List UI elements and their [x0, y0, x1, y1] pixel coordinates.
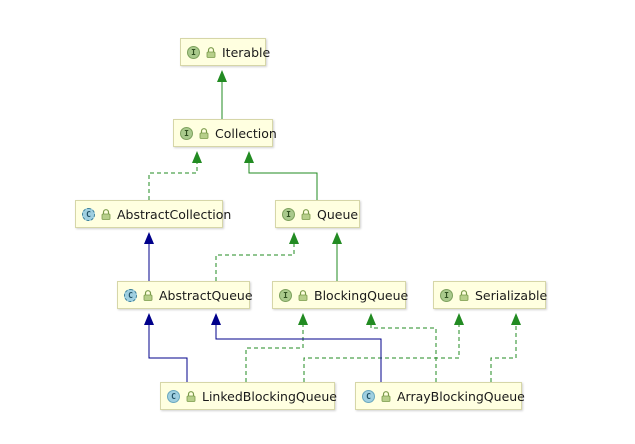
lock-icon — [143, 289, 153, 301]
arrowhead-queue — [289, 232, 299, 244]
arrowhead-blocking-queue — [366, 313, 376, 325]
edge-queue-to-collection — [248, 162, 318, 200]
lock-icon — [459, 289, 469, 301]
arrowhead-serializable — [511, 313, 521, 325]
node-label: Collection — [215, 125, 277, 141]
arrowhead-serializable — [454, 313, 464, 325]
edge-abstract-collection-to-collection — [148, 162, 198, 200]
arrowhead-iterable — [217, 70, 227, 82]
lock-icon — [199, 127, 209, 139]
arrowhead-abstract-queue — [211, 313, 221, 325]
node-collection[interactable]: I Collection — [173, 119, 277, 147]
node-label: BlockingQueue — [314, 287, 409, 303]
abstract-class-icon: C — [82, 207, 95, 221]
node-label: AbstractQueue — [159, 287, 253, 303]
arrowhead-collection — [244, 151, 254, 163]
node-label: ArrayBlockingQueue — [397, 388, 525, 404]
lock-icon — [101, 208, 111, 220]
class-icon: C — [362, 389, 375, 403]
node-label: Serializable — [475, 287, 548, 303]
edge-linked-blocking-queue-to-abstract-queue — [148, 324, 188, 382]
node-abstract-queue[interactable]: C AbstractQueue — [117, 281, 253, 309]
node-blocking-queue[interactable]: I BlockingQueue — [272, 281, 409, 309]
node-queue[interactable]: I Queue — [275, 200, 360, 228]
node-iterable[interactable]: I Iterable — [180, 38, 270, 66]
interface-icon: I — [440, 288, 453, 302]
class-icon: C — [167, 389, 180, 403]
interface-icon: I — [187, 45, 200, 59]
interface-icon: I — [279, 288, 292, 302]
lock-icon — [206, 46, 216, 58]
interface-icon: I — [282, 207, 295, 221]
abstract-class-icon: C — [124, 288, 137, 302]
arrowhead-abstract-queue — [144, 313, 154, 325]
edge-linked-blocking-queue-to-blocking-queue — [245, 324, 304, 382]
node-label: Queue — [317, 206, 359, 222]
node-label: AbstractCollection — [117, 206, 232, 222]
node-linked-blocking-queue[interactable]: C LinkedBlockingQueue — [160, 382, 337, 410]
lock-icon — [381, 390, 391, 402]
node-array-blocking-queue[interactable]: C ArrayBlockingQueue — [355, 382, 525, 410]
interface-icon: I — [180, 126, 193, 140]
arrowhead-blocking-queue — [298, 313, 308, 325]
edge-array-blocking-queue-to-serializable — [490, 324, 517, 382]
edge-abstract-queue-to-queue — [215, 243, 295, 281]
arrowhead-queue — [332, 232, 342, 244]
lock-icon — [186, 390, 196, 402]
arrowhead-collection — [192, 151, 202, 163]
arrowhead-abstract-collection — [144, 232, 154, 244]
edge-array-blocking-queue-to-abstract-queue — [215, 324, 382, 382]
node-label: Iterable — [222, 44, 271, 60]
lock-icon — [301, 208, 311, 220]
node-label: LinkedBlockingQueue — [202, 388, 337, 404]
edge-array-blocking-queue-to-blocking-queue — [370, 324, 437, 382]
lock-icon — [298, 289, 308, 301]
node-serializable[interactable]: I Serializable — [433, 281, 548, 309]
node-abstract-collection[interactable]: C AbstractCollection — [75, 200, 231, 228]
